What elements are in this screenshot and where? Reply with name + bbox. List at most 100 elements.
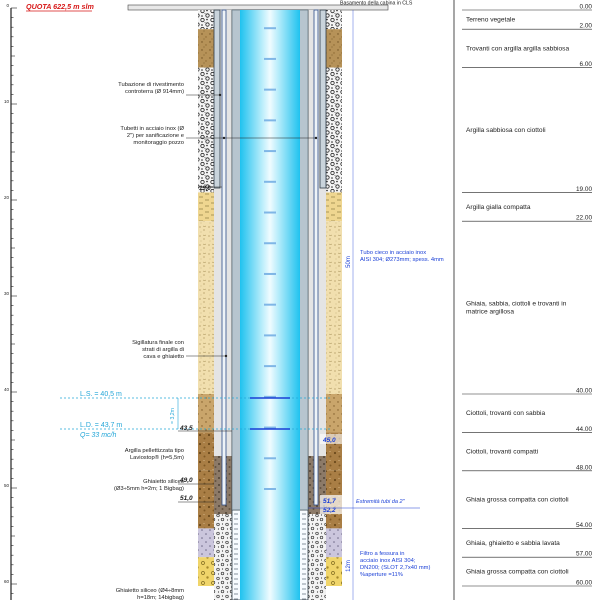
inox-tube-right bbox=[313, 9, 319, 506]
stratum-depth: 19.00 bbox=[576, 186, 592, 193]
outer-casing-right-wall bbox=[319, 9, 327, 189]
stratum-left bbox=[198, 557, 214, 586]
scale-tick-label: 40 bbox=[4, 387, 10, 392]
dynamic-level-label: L.D. = 43,7 m bbox=[80, 422, 122, 429]
stratum-right bbox=[326, 67, 342, 193]
inox-tube-left bbox=[221, 9, 227, 506]
annotation-fine-gravel: Ghiaietto siliceo(Ø3÷5mm h=2m; 1 Bigbag) bbox=[114, 479, 184, 492]
stratum-description: Ghiaia grossa compatta con ciottoli bbox=[466, 497, 569, 504]
depth-45-0-label: 45,0 bbox=[322, 437, 336, 444]
outer-casing-left-wall bbox=[213, 9, 221, 189]
depth-51-7-label: 51,7 bbox=[323, 498, 336, 505]
flow-rate-label: Q= 33 mc/h bbox=[80, 432, 116, 439]
coupling bbox=[264, 272, 276, 275]
drawdown-label: = 3,2m bbox=[170, 408, 176, 424]
svg-text:Tubetti in acciaio inox (Ø2"): Tubetti in acciaio inox (Ø2") per sanifi… bbox=[120, 126, 184, 146]
depth-51-0-label: 51,0 bbox=[180, 495, 193, 502]
stratum-right bbox=[326, 221, 342, 394]
coupling bbox=[264, 150, 276, 153]
strata-column-right bbox=[326, 10, 342, 586]
stratum-description: Ghiaia grossa compatta con ciottoli bbox=[466, 569, 569, 576]
stratum-depth: 54.00 bbox=[576, 522, 592, 529]
depth-52-2-label: 52,2 bbox=[323, 507, 336, 514]
stratum-left bbox=[198, 394, 214, 433]
stratum-depth: 0.00 bbox=[580, 4, 593, 11]
stratum-right bbox=[326, 29, 342, 68]
stratum-depth: 44.00 bbox=[576, 426, 592, 433]
stratum-description: Trovanti con argilla argilla sabbiosa bbox=[466, 45, 569, 52]
stratum-depth: 57.00 bbox=[576, 551, 592, 558]
coupling bbox=[264, 303, 276, 306]
stratum-depth: 6.00 bbox=[580, 61, 593, 68]
depth-51-7-bg bbox=[320, 495, 342, 514]
coupling bbox=[264, 488, 276, 490]
coupling bbox=[264, 395, 276, 398]
stratum-left bbox=[198, 67, 214, 193]
stratum-left bbox=[198, 29, 214, 68]
scale-tick-label: 50 bbox=[4, 483, 10, 488]
depth-49-0-label: 49,0 bbox=[179, 477, 193, 484]
scale-tick-label: 30 bbox=[4, 291, 10, 296]
stratum-description: Ciottoli, trovanti con sabbia bbox=[466, 410, 545, 417]
tube-end-label: Estremità tubi da 2" bbox=[356, 499, 406, 505]
scale-tick-label: 0 bbox=[6, 3, 9, 8]
coupling bbox=[264, 457, 276, 460]
quota-label: QUOTA 622,5 m slm bbox=[26, 2, 95, 11]
scale-tick-label: 10 bbox=[4, 99, 10, 104]
stratum-left bbox=[198, 432, 214, 471]
stratum-right bbox=[326, 557, 342, 586]
stratum-right bbox=[326, 528, 342, 558]
filter-length: 12m bbox=[346, 560, 352, 572]
coupling bbox=[264, 211, 276, 214]
coupling bbox=[264, 88, 276, 91]
scale-tick-label: 60 bbox=[4, 579, 10, 584]
stratum-depth: 60.00 bbox=[576, 580, 592, 587]
filter-slots bbox=[234, 513, 306, 600]
coupling bbox=[264, 242, 276, 245]
stratum-left bbox=[198, 470, 214, 529]
svg-text:Ghiaietto siliceo(Ø3÷5mm h=2m;: Ghiaietto siliceo(Ø3÷5mm h=2m; 1 Bigbag) bbox=[114, 479, 184, 492]
stratum-right bbox=[326, 10, 342, 30]
blank-pipe-wall-left bbox=[232, 10, 240, 510]
stratum-depth: 48.00 bbox=[576, 464, 592, 471]
coupling bbox=[264, 334, 276, 337]
stratum-description: Argilla sabbiosa con ciottoli bbox=[466, 127, 546, 134]
basement-label: Basamento della cabina in CLS bbox=[340, 1, 413, 7]
stratum-right bbox=[326, 192, 342, 222]
stratum-depth: 2.00 bbox=[580, 23, 593, 30]
stratum-left bbox=[198, 192, 214, 222]
stratum-description: Ghiaia, ghiaietto e sabbia lavata bbox=[466, 540, 560, 547]
depth-45-0-bg bbox=[320, 434, 342, 444]
stratum-description: Ciottoli, trovanti compatti bbox=[466, 449, 539, 456]
coupling bbox=[264, 119, 276, 122]
scale-tick-label: 20 bbox=[4, 195, 10, 200]
coupling bbox=[264, 426, 276, 429]
stratum-left bbox=[198, 221, 214, 394]
stratum-left bbox=[198, 10, 214, 30]
blank-pipe-wall-right bbox=[300, 10, 308, 510]
coupling bbox=[264, 57, 276, 60]
strata-column-left bbox=[198, 10, 214, 586]
coupling bbox=[264, 180, 276, 183]
static-level-label: L.S. = 40,5 m bbox=[80, 391, 122, 398]
depth-scale-ticks: 0 10 20 30 40 50 60 bbox=[4, 3, 17, 594]
casing-depth-label: 19,0 bbox=[199, 186, 211, 192]
stratum-description: Argilla gialla compatta bbox=[466, 204, 531, 211]
blank-pipe-length: 50m bbox=[346, 256, 352, 268]
stratum-description: Terreno vegetale bbox=[466, 17, 515, 24]
depth-43-5-label: 43,5 bbox=[179, 425, 193, 432]
stratum-left bbox=[198, 528, 214, 558]
stratum-right bbox=[326, 394, 342, 433]
stratigraphy-descriptions: 0.00 2.00 Terreno vegetale 6.00 Trovanti con… bbox=[462, 4, 592, 587]
coupling bbox=[264, 27, 276, 30]
